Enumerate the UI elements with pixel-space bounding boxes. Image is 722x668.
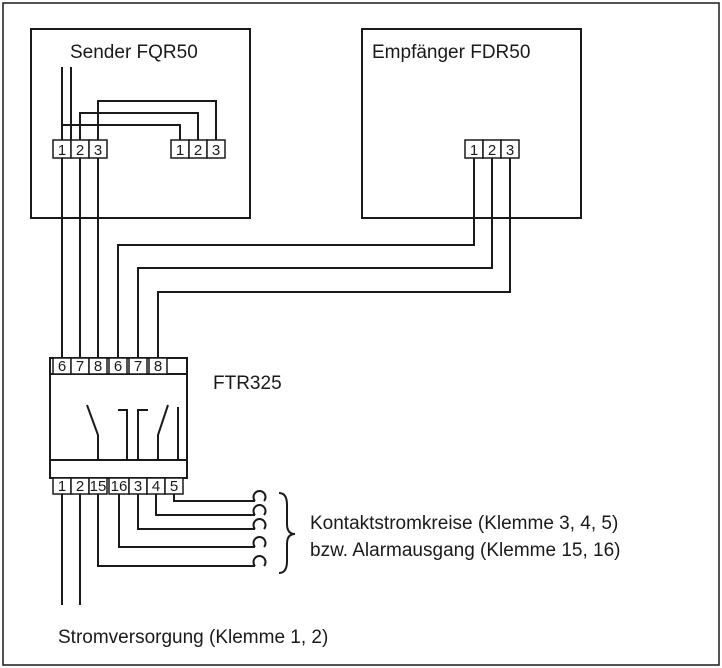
output-brace xyxy=(278,492,296,574)
sender-terminal-left-1: 1 xyxy=(58,142,66,159)
receiver-label: Empfänger FDR50 xyxy=(372,42,530,63)
sender-terminals-right: 1 2 3 xyxy=(170,139,226,159)
relay-label: FTR325 xyxy=(213,373,282,394)
receiver-box xyxy=(361,28,582,219)
relay-top-terminal-5: 7 xyxy=(134,358,142,375)
relay-top-terminal-6: 8 xyxy=(154,358,162,375)
relay-bottom-terminal-4: 4 xyxy=(152,478,160,495)
relay-bottom-terminal-3: 3 xyxy=(134,478,142,495)
relay-top-terminal-2: 7 xyxy=(76,358,84,375)
sender-terminal-right-2: 2 xyxy=(194,142,202,159)
interconnect-wiring xyxy=(61,158,511,358)
sender-terminal-right-3: 3 xyxy=(212,142,220,159)
relay-terminals-top: 6 7 8 6 7 8 xyxy=(52,357,168,375)
sender-terminals-left: 1 2 3 xyxy=(52,139,108,159)
contact-circuits-label: Kontaktstromkreise (Klemme 3, 4, 5) xyxy=(310,513,618,534)
relay-bottom-terminal-2: 2 xyxy=(76,478,84,495)
output-wiring xyxy=(61,494,255,605)
receiver-terminal-1: 1 xyxy=(470,142,478,159)
relay-top-terminal-3: 8 xyxy=(94,358,102,375)
output-connectors xyxy=(252,490,267,567)
power-supply-label: Stromversorgung (Klemme 1, 2) xyxy=(58,627,328,648)
relay-contacts xyxy=(86,404,179,460)
receiver-terminal-3: 3 xyxy=(506,142,514,159)
relay-bottom-terminal-1: 1 xyxy=(58,478,66,495)
relay-top-terminal-4: 6 xyxy=(114,358,122,375)
relay-terminals-bottom: 1 2 15 16 3 4 5 xyxy=(52,477,184,495)
relay-bottom-terminal-16: 16 xyxy=(111,478,128,495)
relay-bottom-terminal-5: 5 xyxy=(170,478,178,495)
sender-internal-wiring xyxy=(61,67,217,140)
sender-device: Sender FQR50 xyxy=(30,28,251,219)
sender-terminal-left-3: 3 xyxy=(94,142,102,159)
receiver-device: Empfänger FDR50 1 2 3 xyxy=(361,28,582,219)
sender-box xyxy=(30,28,251,219)
sender-terminal-right-1: 1 xyxy=(176,142,184,159)
relay-top-terminal-1: 6 xyxy=(58,358,66,375)
sender-terminal-left-2: 2 xyxy=(76,142,84,159)
receiver-terminal-2: 2 xyxy=(488,142,496,159)
sender-label: Sender FQR50 xyxy=(70,42,198,63)
alarm-output-label: bzw. Alarmausgang (Klemme 15, 16) xyxy=(310,540,621,561)
relay-bottom-terminal-15: 15 xyxy=(90,478,107,495)
